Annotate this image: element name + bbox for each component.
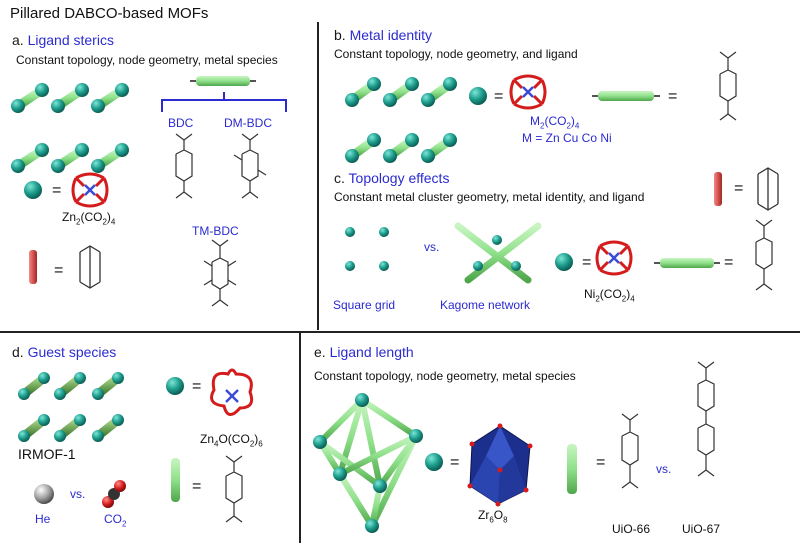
panel-a-subtitle: Constant topology, node geometry, metal … [16,53,278,67]
uio-66-linker-structure [621,413,639,489]
panel-e-node-ball [425,453,443,471]
panel-a-paddlewheel [71,172,109,208]
panel-b-eq-linker: = [668,88,678,105]
panel-a-letter: a. [12,32,24,48]
panel-b-framework [345,77,457,163]
panel-c-bdc-structure [755,219,773,291]
figure-title: Pillared DABCO-based MOFs [10,5,209,22]
helium-atom [34,484,54,504]
panel-a-node-ball [24,181,42,199]
panel-e-title: e. Ligand length [314,344,414,360]
kagome-network-diagram [446,222,542,284]
panel-d-letter: d. [12,344,24,360]
panel-e-eq-linker: = [596,454,606,471]
panel-c-pillar [714,172,722,206]
panel-d-title: d. Guest species [12,344,116,360]
panel-c-eq-node: = [582,254,592,271]
panel-a-heading: Ligand sterics [27,32,114,48]
panel-c-heading: Topology effects [348,170,450,186]
zr6o8-cluster [467,423,533,507]
ligand-tm-bdc-label: TM-BDC [192,224,239,238]
topology-square-grid: Square grid [333,298,396,312]
panel-b-node-ball [469,87,487,105]
ligand-bdc-label: BDC [168,116,194,130]
panel-b-linker [598,91,654,101]
panel-c-subtitle: Constant metal cluster geometry, metal i… [334,190,645,204]
panel-c-paddlewheel [595,240,633,276]
panel-e-heading: Ligand length [329,344,414,360]
panel-a-node-formula: Zn2(CO2)4 [62,210,116,227]
panel-dividers [0,22,800,543]
panel-b-subtitle: Constant topology, node geometry, and li… [334,47,578,61]
panel-d-vs: vs. [70,487,86,501]
panel-d-eq-node: = [192,378,202,395]
ligand-dm-bdc-label: DM-BDC [224,116,272,130]
panel-e-linker [567,444,577,494]
panel-c-node-formula: Ni2(CO2)4 [584,287,635,304]
panel-a-eq-pillar: = [54,262,64,279]
panel-b-node-formula: M2(CO2)4 [530,114,580,131]
panel-d-framework: IRMOF-1 [18,446,76,462]
panel-c-vs: vs. [424,240,440,254]
panel-b-paddlewheel [509,74,547,110]
guest-co2: CO2 [104,512,127,529]
panel-d-linker [171,458,180,502]
panel-a-eq-node: = [52,182,62,199]
bdc-structure-a [175,133,193,199]
irmof-1-framework [18,372,124,442]
panel-a-framework [11,83,129,173]
framework-uio-67: UiO-67 [682,522,721,536]
panel-c-title: c. Topology effects [334,170,449,186]
panel-d-node-formula: Zn4O(CO2)6 [200,432,263,449]
panel-e-letter: e. [314,344,326,360]
panel-c-eq-pillar: = [734,180,744,197]
panel-b-bdc-structure [719,51,737,121]
panel-b-heading: Metal identity [349,27,433,43]
panel-d-heading: Guest species [27,344,117,360]
panel-d-zn4o-cluster [210,368,254,416]
panel-e-vs: vs. [656,462,672,476]
panel-d-eq-linker: = [192,478,202,495]
square-grid-diagram [326,212,408,288]
co2-molecule [102,480,126,508]
panel-d-node-ball [166,377,184,395]
guest-he: He [35,512,51,526]
panel-c-eq-linker: = [724,254,734,271]
dabco-structure-c [757,167,779,211]
tm-bdc-structure-a [203,239,237,307]
uio-67-linker-structure [697,361,715,477]
panel-c-linker [660,258,714,268]
framework-uio-66: UiO-66 [612,522,651,536]
panel-e-node-formula: Zr6O8 [478,508,508,525]
panel-e-eq-node: = [450,454,460,471]
dabco-structure-a [79,245,101,289]
panel-b-metals: M = Zn Cu Co Ni [522,131,612,145]
panel-d-bdc-structure [225,455,243,523]
panel-e-subtitle: Constant topology, node geometry, metal … [314,369,576,383]
panel-c-node-ball [555,253,573,271]
panel-b-eq-node: = [494,88,504,105]
panel-a-pillar [29,250,37,284]
panel-b-title: b. Metal identity [334,27,432,43]
panel-c-letter: c. [334,170,345,186]
panel-a-title: a. Ligand sterics [12,32,114,48]
topology-kagome: Kagome network [440,298,531,312]
dm-bdc-structure-a [233,133,267,199]
panel-a-linker [196,76,250,86]
uio-octahedron [313,393,423,533]
panel-b-letter: b. [334,27,346,43]
panel-a-bracket [161,92,287,112]
